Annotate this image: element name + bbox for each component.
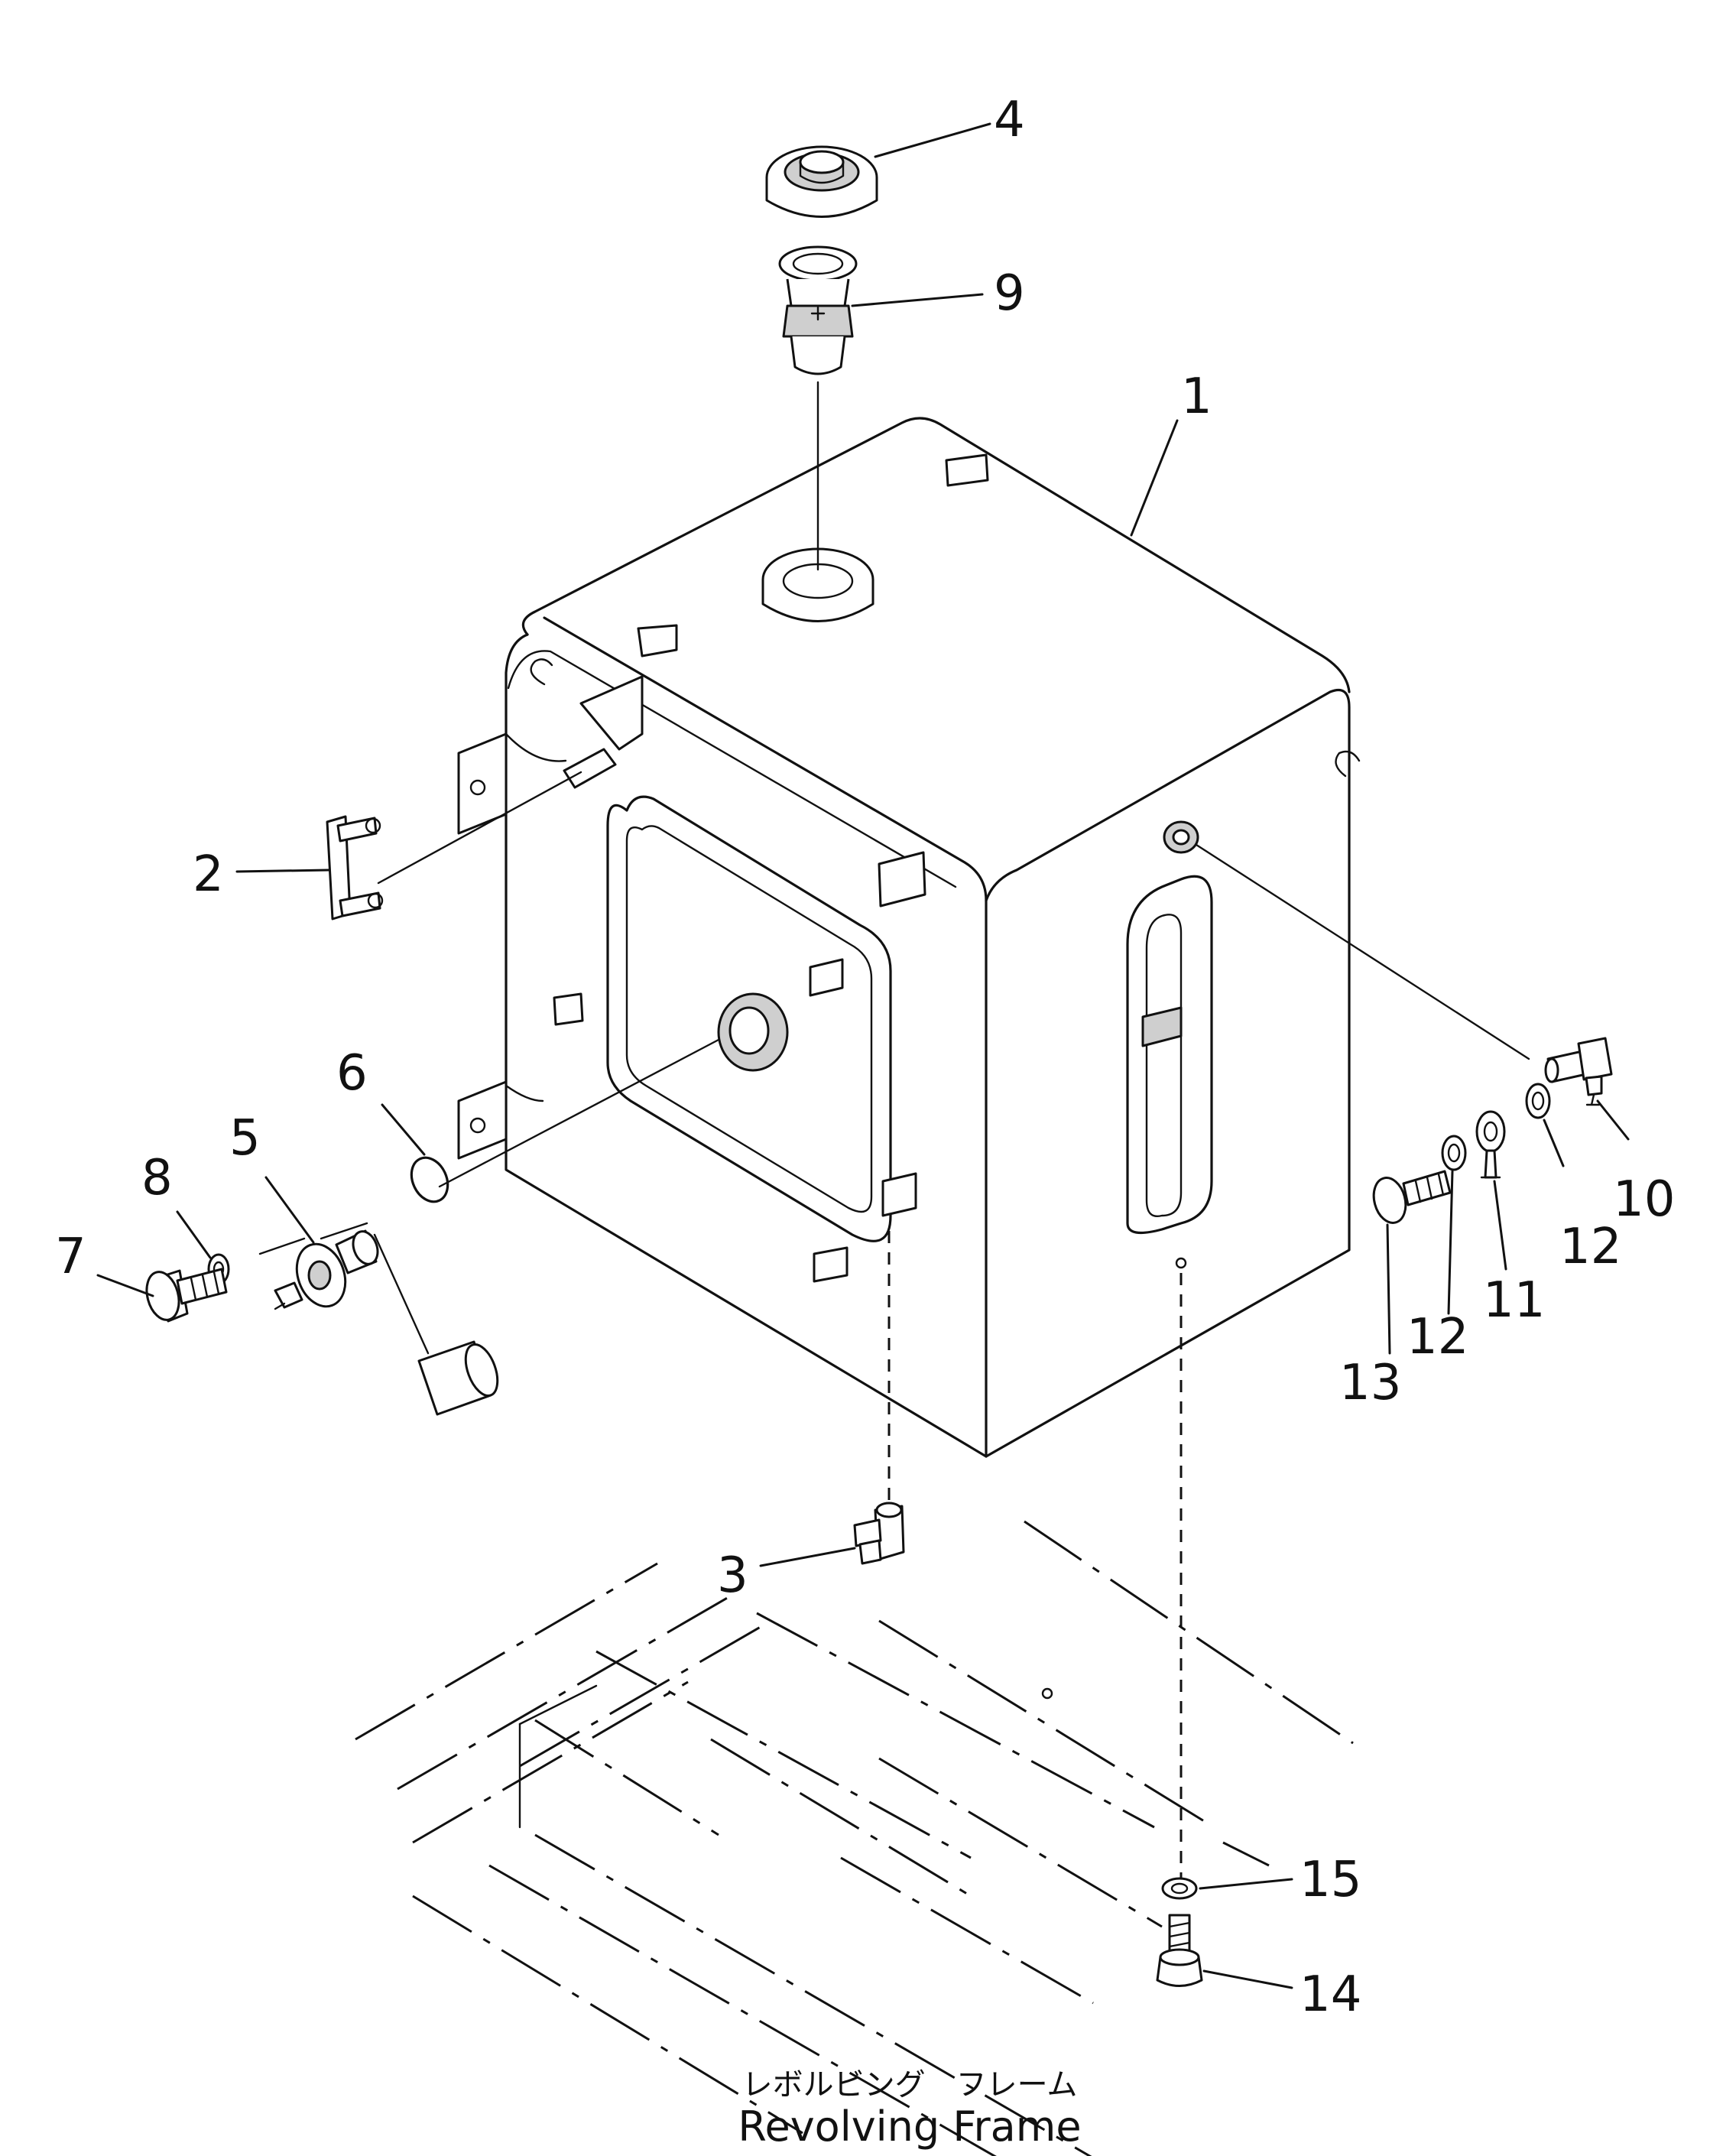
callout-2: 2 xyxy=(193,846,224,903)
washer-icon xyxy=(1525,1083,1551,1119)
callout-14: 14 xyxy=(1300,1966,1361,2023)
level-gauge-icon xyxy=(274,1229,499,1416)
strainer-icon xyxy=(778,245,858,375)
elbow-fitting-icon xyxy=(1544,1037,1613,1106)
callout-13: 13 xyxy=(1339,1355,1401,1411)
callout-3: 3 xyxy=(717,1547,748,1604)
callout-10: 10 xyxy=(1613,1171,1675,1228)
tank-body-icon xyxy=(457,417,1361,1458)
bolt-icon xyxy=(1372,1170,1452,1224)
caption-english: Revolving Frame xyxy=(738,2102,1081,2151)
callout-5: 5 xyxy=(229,1110,261,1167)
eye-joint-icon xyxy=(1475,1110,1506,1179)
callout-12: 12 xyxy=(1407,1309,1468,1365)
callout-1: 1 xyxy=(1181,369,1212,425)
revolving-frame xyxy=(355,1520,1354,2156)
assembly-lines xyxy=(258,381,1530,1881)
filler-cap-icon xyxy=(765,145,878,218)
caption-japanese: レボルビング フレーム xyxy=(742,2067,1078,2102)
leader-lines xyxy=(96,122,1630,1989)
callout-4: 4 xyxy=(994,92,1025,148)
callout-7: 7 xyxy=(55,1229,86,1285)
frame-caption: レボルビング フレーム Revolving Frame xyxy=(738,2067,1081,2151)
washer-icon xyxy=(1161,1877,1198,1900)
callout-8: 8 xyxy=(141,1150,173,1206)
callout-9: 9 xyxy=(994,265,1025,322)
callout-labels: 4 9 1 2 6 5 8 7 10 12 11 12 13 3 15 14 xyxy=(55,92,1675,2023)
callout-12: 12 xyxy=(1559,1219,1621,1275)
o-ring-icon xyxy=(410,1156,449,1203)
callout-11: 11 xyxy=(1483,1272,1545,1329)
bolt-icon xyxy=(1156,1914,1203,1987)
drain-valve-icon xyxy=(853,1502,905,1565)
washer-icon xyxy=(1441,1135,1467,1171)
bracket-icon xyxy=(326,815,384,921)
callout-15: 15 xyxy=(1300,1852,1361,1908)
callout-6: 6 xyxy=(336,1045,368,1102)
bolt-icon xyxy=(145,1268,228,1323)
